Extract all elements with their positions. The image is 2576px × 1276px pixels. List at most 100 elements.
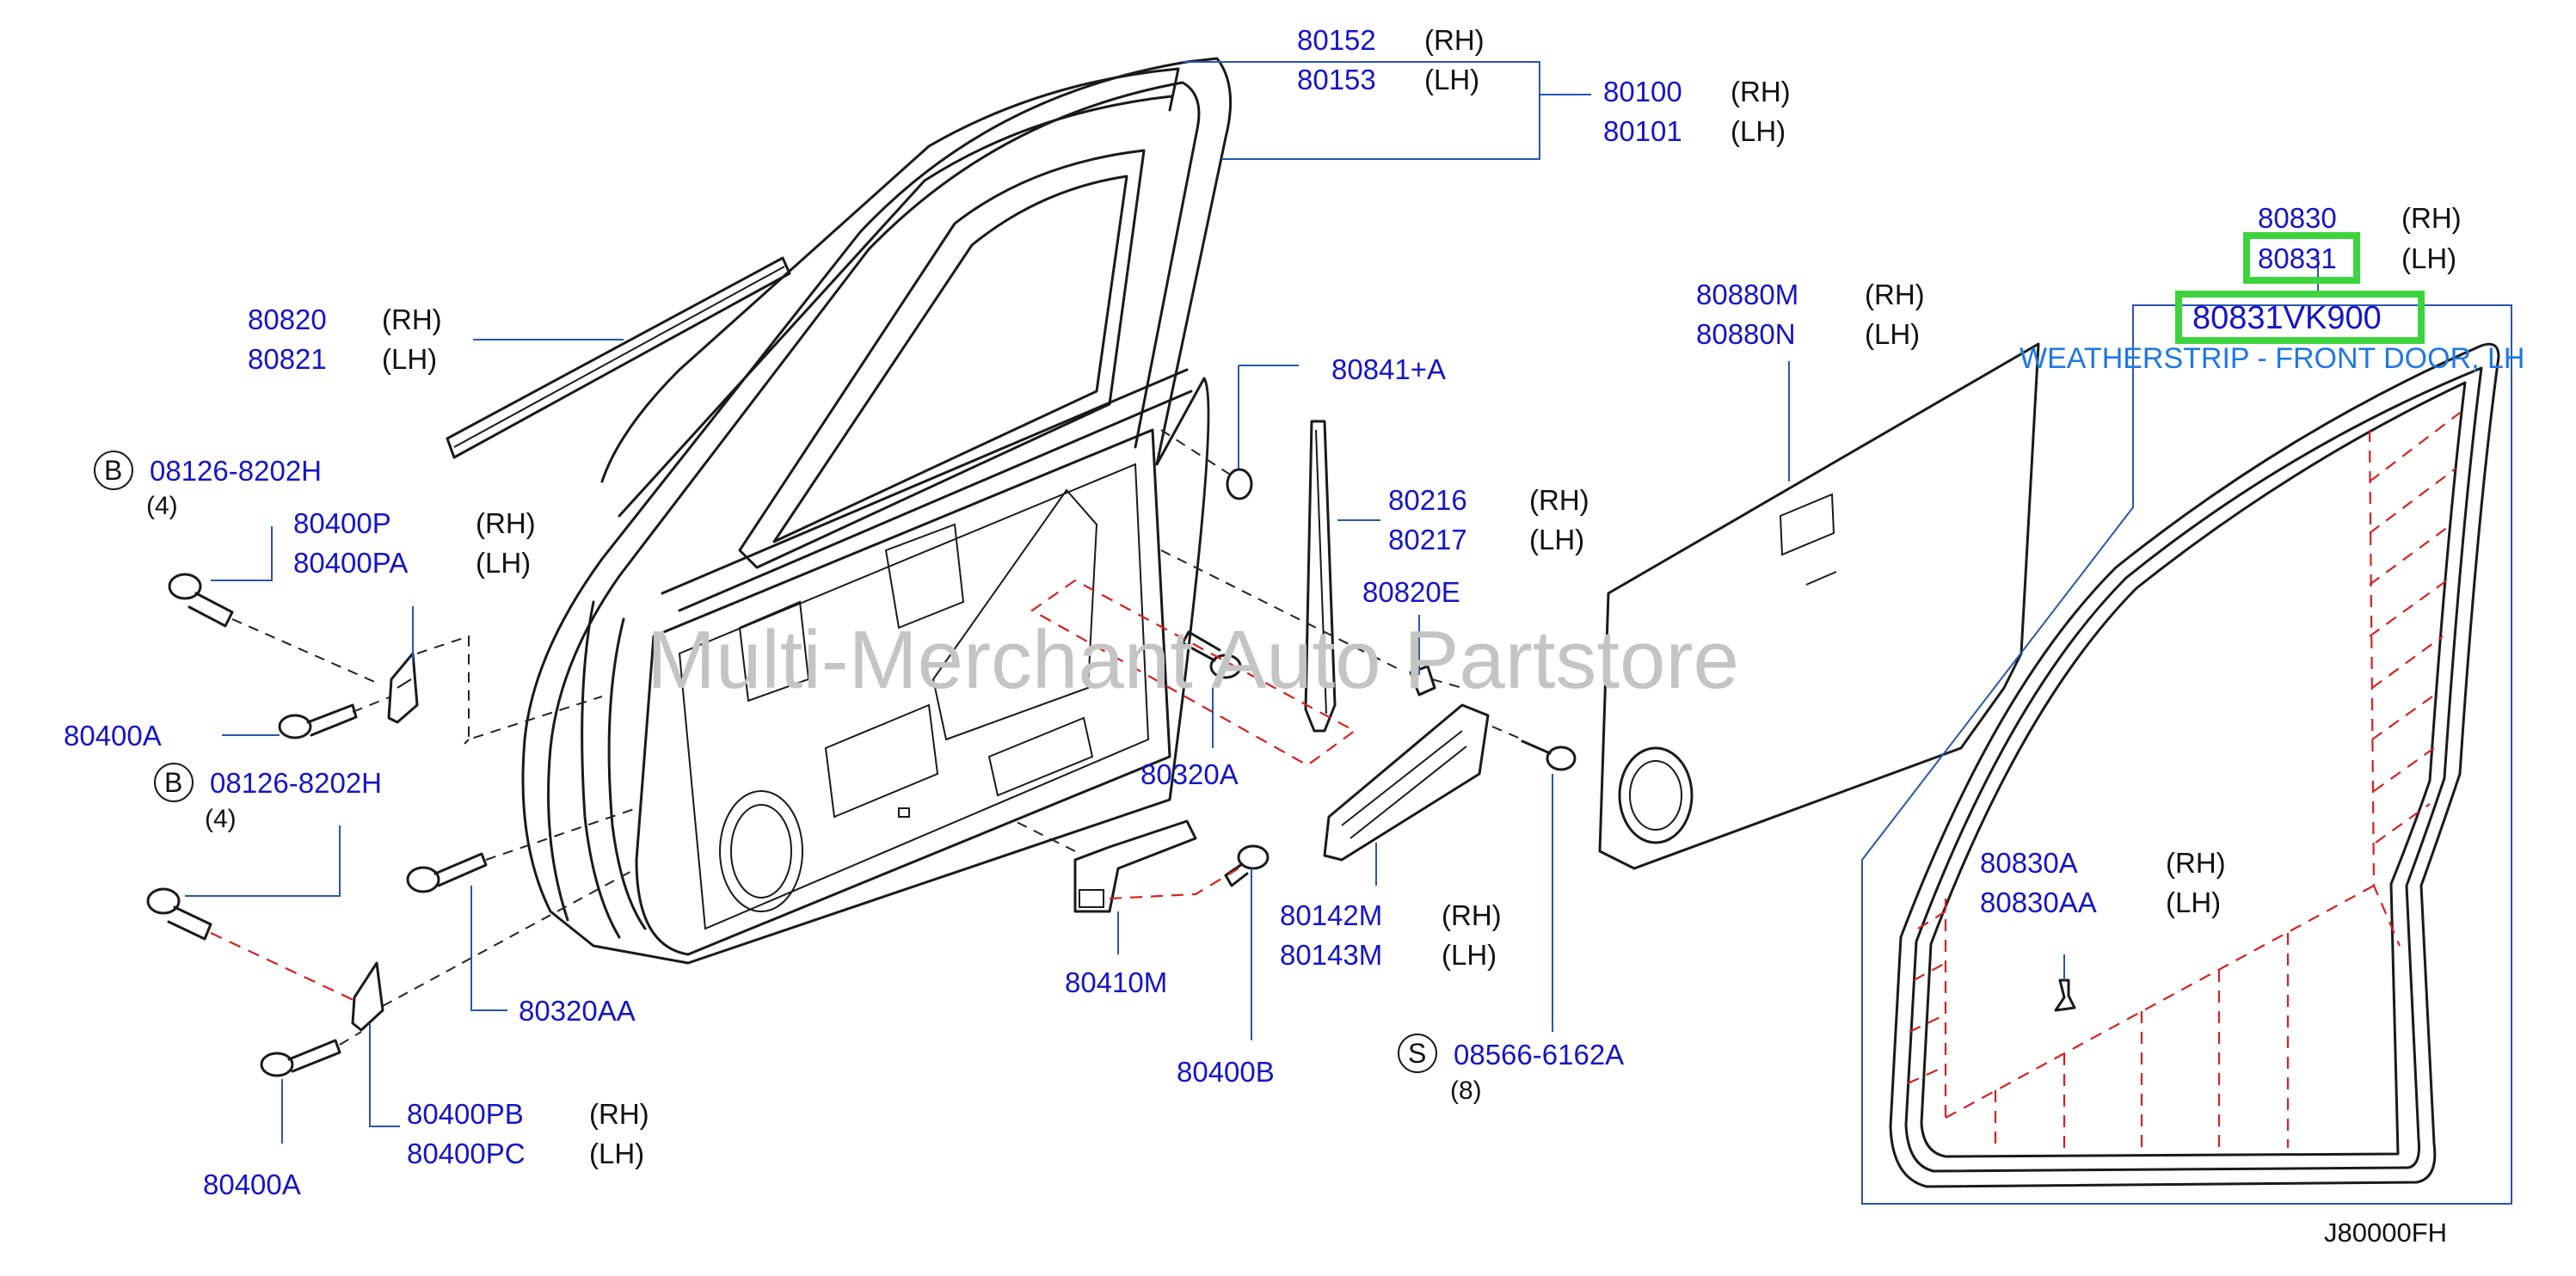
part-number: 80400PA — [293, 547, 408, 579]
reference-letter: B — [104, 455, 122, 486]
part-number: 80400P — [293, 507, 391, 539]
highlight-description: WEATHERSTRIP - FRONT DOOR, LH — [2020, 342, 2524, 375]
callout-80400PB[interactable]: 80400PB (RH) — [407, 1098, 649, 1130]
callout-80821[interactable]: 80821 (LH) — [248, 343, 437, 375]
side-label: (LH) — [1529, 524, 1584, 555]
callout-80880N[interactable]: 80880N (LH) — [1696, 318, 1920, 350]
bolt-08126-upper[interactable] — [168, 573, 234, 628]
callout-80400B[interactable]: 80400B — [1177, 1056, 1275, 1088]
clip-80820E[interactable] — [1409, 665, 1436, 696]
part-number: 80400A — [64, 720, 162, 751]
part-number: 80152 — [1297, 24, 1376, 56]
part-number: 80400PB — [407, 1098, 524, 1130]
callout-80880M[interactable]: 80880M (RH) — [1696, 279, 1925, 310]
quantity: (8) — [1450, 1077, 1482, 1105]
clip-08566[interactable] — [1521, 739, 1577, 771]
callout-80400A-lower[interactable]: 80400A — [203, 1169, 301, 1200]
callout-80841A[interactable]: 80841+A — [1331, 353, 1446, 385]
door-trim-panel[interactable] — [1598, 342, 2040, 870]
part-number: 80880N — [1696, 318, 1796, 350]
door-sash-channel[interactable] — [1304, 420, 1337, 733]
callout-80217[interactable]: 80217 (LH) — [1388, 524, 1584, 555]
side-label: (RH) — [382, 304, 442, 335]
callout-80143M[interactable]: 80143M (LH) — [1280, 939, 1497, 971]
reference-letter: B — [164, 767, 182, 798]
lower-door-hinge[interactable] — [351, 961, 384, 1032]
weatherstrip-detail-box — [1861, 304, 2512, 1205]
part-number: 80400B — [1177, 1056, 1275, 1088]
bolt-08126-lower[interactable] — [146, 887, 212, 941]
part-number: 80820 — [248, 304, 327, 335]
upper-door-hinge[interactable] — [387, 652, 419, 724]
callout-80142M[interactable]: 80142M (RH) — [1280, 899, 1502, 931]
callout-80400P[interactable]: 80400P (RH) — [293, 507, 536, 539]
leader-lines — [185, 61, 2319, 1144]
highlight-box — [2243, 232, 2360, 284]
callout-b-upper[interactable]: B 08126-8202H (4) — [94, 451, 322, 520]
callout-80830A[interactable]: 80830A (RH) — [1980, 847, 2226, 879]
reference-circle — [1398, 1034, 1437, 1073]
callout-80820E[interactable]: 80820E — [1362, 576, 1460, 608]
callout-80100[interactable]: 80100 (RH) — [1603, 76, 1791, 107]
callout-80410M[interactable]: 80410M — [1065, 966, 1167, 998]
callout-b-lower[interactable]: B 08126-8202H (4) — [154, 763, 382, 833]
highlighted-part[interactable]: 80831VK900 WEATHERSTRIP - FRONT DOOR, LH — [2020, 291, 2524, 375]
callout-80320AA[interactable]: 80320AA — [519, 995, 636, 1027]
side-label: (RH) — [589, 1098, 649, 1130]
callout-80820[interactable]: 80820 (RH) — [248, 304, 442, 335]
side-label: (RH) — [1424, 24, 1485, 56]
grommet-plug[interactable] — [1226, 468, 1253, 500]
bolt-80400A-lower[interactable] — [260, 1039, 341, 1077]
callout-80830AA[interactable]: 80830AA (LH) — [1980, 886, 2221, 918]
part-number: 80320AA — [519, 995, 636, 1027]
side-label: (LH) — [1442, 939, 1497, 971]
side-label: (LH) — [589, 1138, 644, 1169]
door-outer-weatherstrip[interactable] — [446, 256, 791, 459]
bolt-80320A[interactable] — [1181, 630, 1242, 679]
side-label: (RH) — [2166, 847, 2226, 879]
part-number: 80400A — [203, 1169, 301, 1200]
bolt-80400A-upper[interactable] — [278, 703, 358, 739]
front-door-shell[interactable] — [521, 57, 1233, 965]
side-label: (RH) — [1865, 279, 1925, 310]
reference-letter: S — [1408, 1038, 1426, 1069]
part-number: 80821 — [248, 343, 327, 375]
inside-handle-base[interactable] — [1323, 703, 1490, 862]
side-label: (RH) — [1529, 484, 1589, 516]
callout-80830[interactable]: 80830 (RH) — [2258, 202, 2462, 234]
reference-circle — [94, 451, 133, 490]
side-label: (LH) — [476, 547, 531, 579]
front-door-weatherstrip[interactable] — [1889, 342, 2500, 1188]
quantity: (4) — [205, 805, 237, 833]
callout-80101[interactable]: 80101 (LH) — [1603, 115, 1786, 147]
door-check-link[interactable] — [1073, 819, 1197, 913]
callout-80400PA[interactable]: 80400PA (LH) — [293, 547, 531, 579]
bolt-80400B[interactable] — [1224, 844, 1270, 887]
quantity: (4) — [146, 492, 178, 520]
part-number: 80100 — [1603, 76, 1682, 107]
callout-s[interactable]: S 08566-6162A (8) — [1398, 1034, 1624, 1105]
callout-80400PC[interactable]: 80400PC (LH) — [407, 1138, 644, 1169]
part-number: 80217 — [1388, 524, 1467, 555]
callout-80152[interactable]: 80152 (RH) — [1297, 24, 1485, 56]
part-number: 80830A — [1980, 847, 2078, 879]
side-label: (LH) — [2166, 886, 2221, 918]
side-label: (LH) — [1731, 115, 1786, 147]
bolt-80320AA[interactable] — [406, 852, 488, 893]
side-label: (LH) — [2401, 242, 2456, 274]
callout-80831[interactable]: 80831 (LH) — [2243, 232, 2456, 284]
side-label: (LH) — [1424, 64, 1479, 95]
part-number: 80216 — [1388, 484, 1467, 516]
highlight-box — [2175, 291, 2425, 344]
highlight-part-number: 80831VK900 — [2192, 300, 2382, 336]
side-label: (RH) — [476, 507, 536, 539]
part-number: 80143M — [1280, 939, 1382, 971]
weatherstrip-clip[interactable] — [2054, 978, 2076, 1012]
callout-80320A[interactable]: 80320A — [1140, 758, 1239, 790]
watermark: Multi-Merchant Auto Partstore — [647, 614, 1739, 706]
callout-80400A-upper[interactable]: 80400A — [64, 720, 162, 751]
side-label: (RH) — [1442, 899, 1502, 931]
callout-80216[interactable]: 80216 (RH) — [1388, 484, 1589, 516]
callout-80153[interactable]: 80153 (LH) — [1297, 64, 1479, 95]
